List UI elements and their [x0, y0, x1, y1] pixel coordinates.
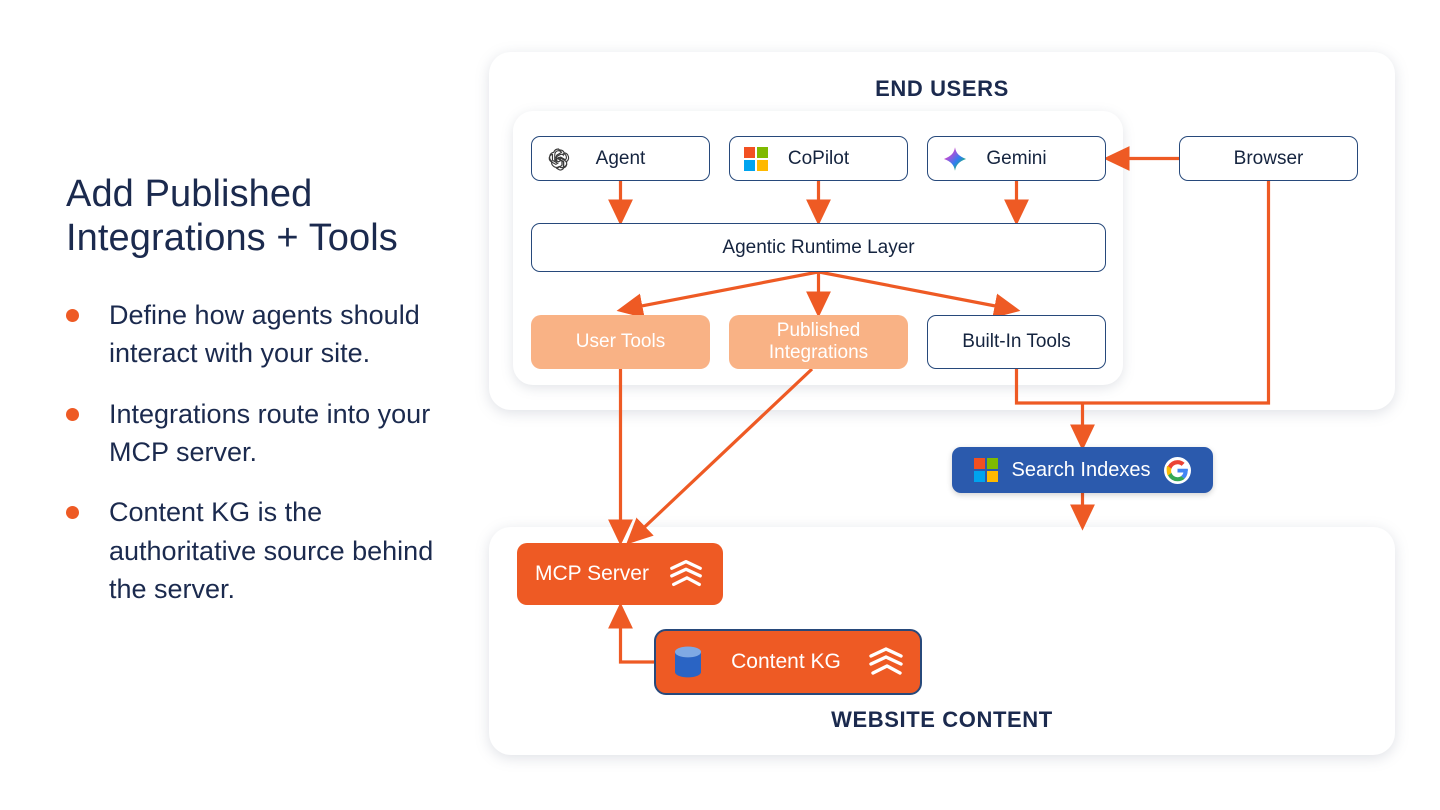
node-mcp-server[interactable]: MCP Server: [517, 543, 723, 605]
bullet-text: Content KG is the authoritative source b…: [109, 497, 434, 605]
node-copilot[interactable]: CoPilot: [729, 136, 908, 181]
gemini-sparkle-icon: [942, 146, 968, 172]
node-browser-label: Browser: [1233, 147, 1304, 169]
node-built-in-tools[interactable]: Built-In Tools: [927, 315, 1106, 369]
node-copilot-label: CoPilot: [787, 147, 850, 169]
page-title: Add Published Integrations + Tools: [66, 173, 398, 260]
node-agentic-runtime-layer[interactable]: Agentic Runtime Layer: [531, 223, 1106, 272]
node-agent[interactable]: Agent: [531, 136, 710, 181]
node-search-indexes[interactable]: Search Indexes: [952, 447, 1213, 493]
node-gemini-label: Gemini: [986, 147, 1047, 169]
node-runtime-label: Agentic Runtime Layer: [722, 236, 915, 258]
list-item: Content KG is the authoritative source b…: [66, 493, 466, 608]
node-browser[interactable]: Browser: [1179, 136, 1358, 181]
node-agent-label: Agent: [595, 147, 646, 169]
node-mcp-server-label: MCP Server: [535, 562, 649, 585]
database-cylinder-icon: [670, 643, 706, 681]
node-search-indexes-label: Search Indexes: [1011, 458, 1151, 481]
website-content-panel-title: WEBSITE CONTENT: [831, 707, 1053, 732]
node-published-integrations-label: Published Integrations: [769, 320, 868, 365]
node-content-kg-label: Content KG: [731, 650, 841, 673]
end-users-panel-title: END USERS: [875, 76, 1009, 101]
google-g-icon: [1164, 456, 1192, 484]
list-item: Integrations route into your MCP server.: [66, 395, 466, 472]
list-item: Define how agents should interact with y…: [66, 296, 466, 373]
chevron-stack-icon: [667, 555, 705, 593]
chevron-stack-icon: [866, 642, 906, 682]
label-line-1: Published: [776, 319, 861, 341]
node-user-tools-label: User Tools: [575, 331, 666, 352]
bullet-dot-icon: [66, 309, 79, 323]
microsoft-icon: [973, 458, 998, 482]
bullet-text: Define how agents should interact with y…: [109, 300, 420, 369]
bullet-dot-icon: [66, 506, 79, 520]
bullet-list: Define how agents should interact with y…: [66, 296, 466, 608]
node-content-kg[interactable]: Content KG: [654, 629, 922, 695]
node-published-integrations[interactable]: Published Integrations: [729, 315, 908, 369]
node-built-in-tools-label: Built-In Tools: [962, 331, 1071, 352]
microsoft-icon: [744, 146, 768, 171]
bullet-text: Integrations route into your MCP server.: [109, 398, 431, 468]
openai-icon: [546, 146, 571, 171]
node-gemini[interactable]: Gemini: [927, 136, 1106, 181]
label-line-2: Integrations: [768, 342, 869, 363]
slide-text-column: Add Published Integrations + Tools Defin…: [66, 172, 466, 630]
bullet-dot-icon: [66, 407, 79, 421]
node-user-tools[interactable]: User Tools: [531, 315, 710, 369]
